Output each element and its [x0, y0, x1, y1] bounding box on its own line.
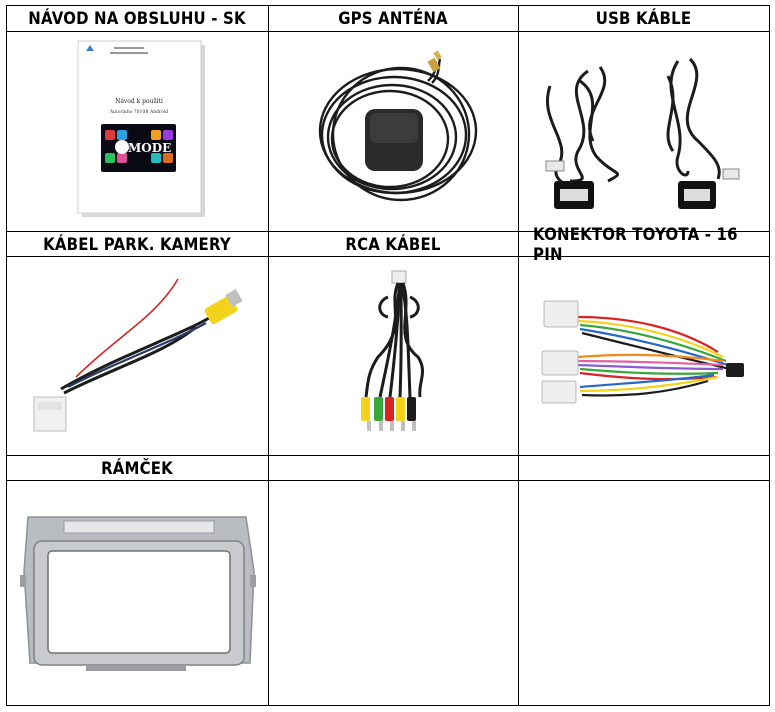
table-border-left [6, 5, 7, 706]
camera-cable-icon [33, 278, 243, 432]
header-cell-rca: RCA KÁBEL [283, 232, 503, 257]
table-border-right [769, 5, 770, 706]
header-label-rca: RCA KÁBEL [345, 234, 441, 255]
table-rule-col-1 [268, 5, 269, 706]
rca-cable-image [268, 257, 518, 456]
header-cell-frame: RÁMČEK [22, 456, 253, 481]
manual-image: Návod k použití Autorádio 7010B Android … [6, 31, 268, 232]
frame-image [6, 481, 268, 706]
manual-booklet-icon: Návod k použití Autorádio 7010B Android … [77, 40, 205, 217]
camera-cable-image [6, 257, 268, 456]
table-rule-row-2 [6, 231, 770, 232]
gps-antenna-image [268, 31, 518, 232]
manual-subtitle: Autorádio 7010B Android [109, 108, 168, 115]
header-cell-gps: GPS ANTÉNA [283, 6, 503, 31]
toyota-connector-image [518, 257, 769, 456]
table-rule-row-3 [6, 256, 770, 257]
table-rule-row-1 [6, 31, 770, 32]
manual-title: Návod k použití [115, 98, 163, 105]
header-cell-manual: NÁVOD NA OBSLUHU - SK [22, 6, 253, 31]
header-label-gps: GPS ANTÉNA [338, 8, 448, 29]
header-label-frame: RÁMČEK [101, 458, 173, 479]
usb-cables-image [518, 31, 769, 232]
table-rule-row-4 [6, 455, 770, 456]
header-label-connector: KONEKTOR TOYOTA - 16 PIN [533, 224, 738, 265]
table-rule-row-5 [6, 480, 770, 481]
header-label-usb: USB KÁBLE [595, 8, 692, 29]
header-cell-usb: USB KÁBLE [533, 6, 754, 31]
header-label-camera: KÁBEL PARK. KAMERY [43, 234, 231, 255]
manual-brand: MODE [128, 141, 171, 155]
table-border-top [6, 5, 770, 6]
usb-cables-icon [545, 57, 740, 209]
gps-antenna-icon [318, 50, 478, 202]
table-rule-col-2 [518, 5, 519, 706]
header-label-manual: NÁVOD NA OBSLUHU - SK [28, 8, 246, 29]
toyota-connector-icon [541, 300, 744, 404]
header-cell-empty-1 [283, 456, 503, 481]
table-border-bottom [6, 705, 770, 706]
header-cell-connector: KONEKTOR TOYOTA - 16 PIN [533, 225, 754, 265]
header-cell-empty-2 [533, 456, 754, 481]
frame-panel-icon [20, 516, 256, 671]
header-cell-camera: KÁBEL PARK. KAMERY [22, 232, 253, 257]
rca-cable-icon [361, 270, 424, 431]
